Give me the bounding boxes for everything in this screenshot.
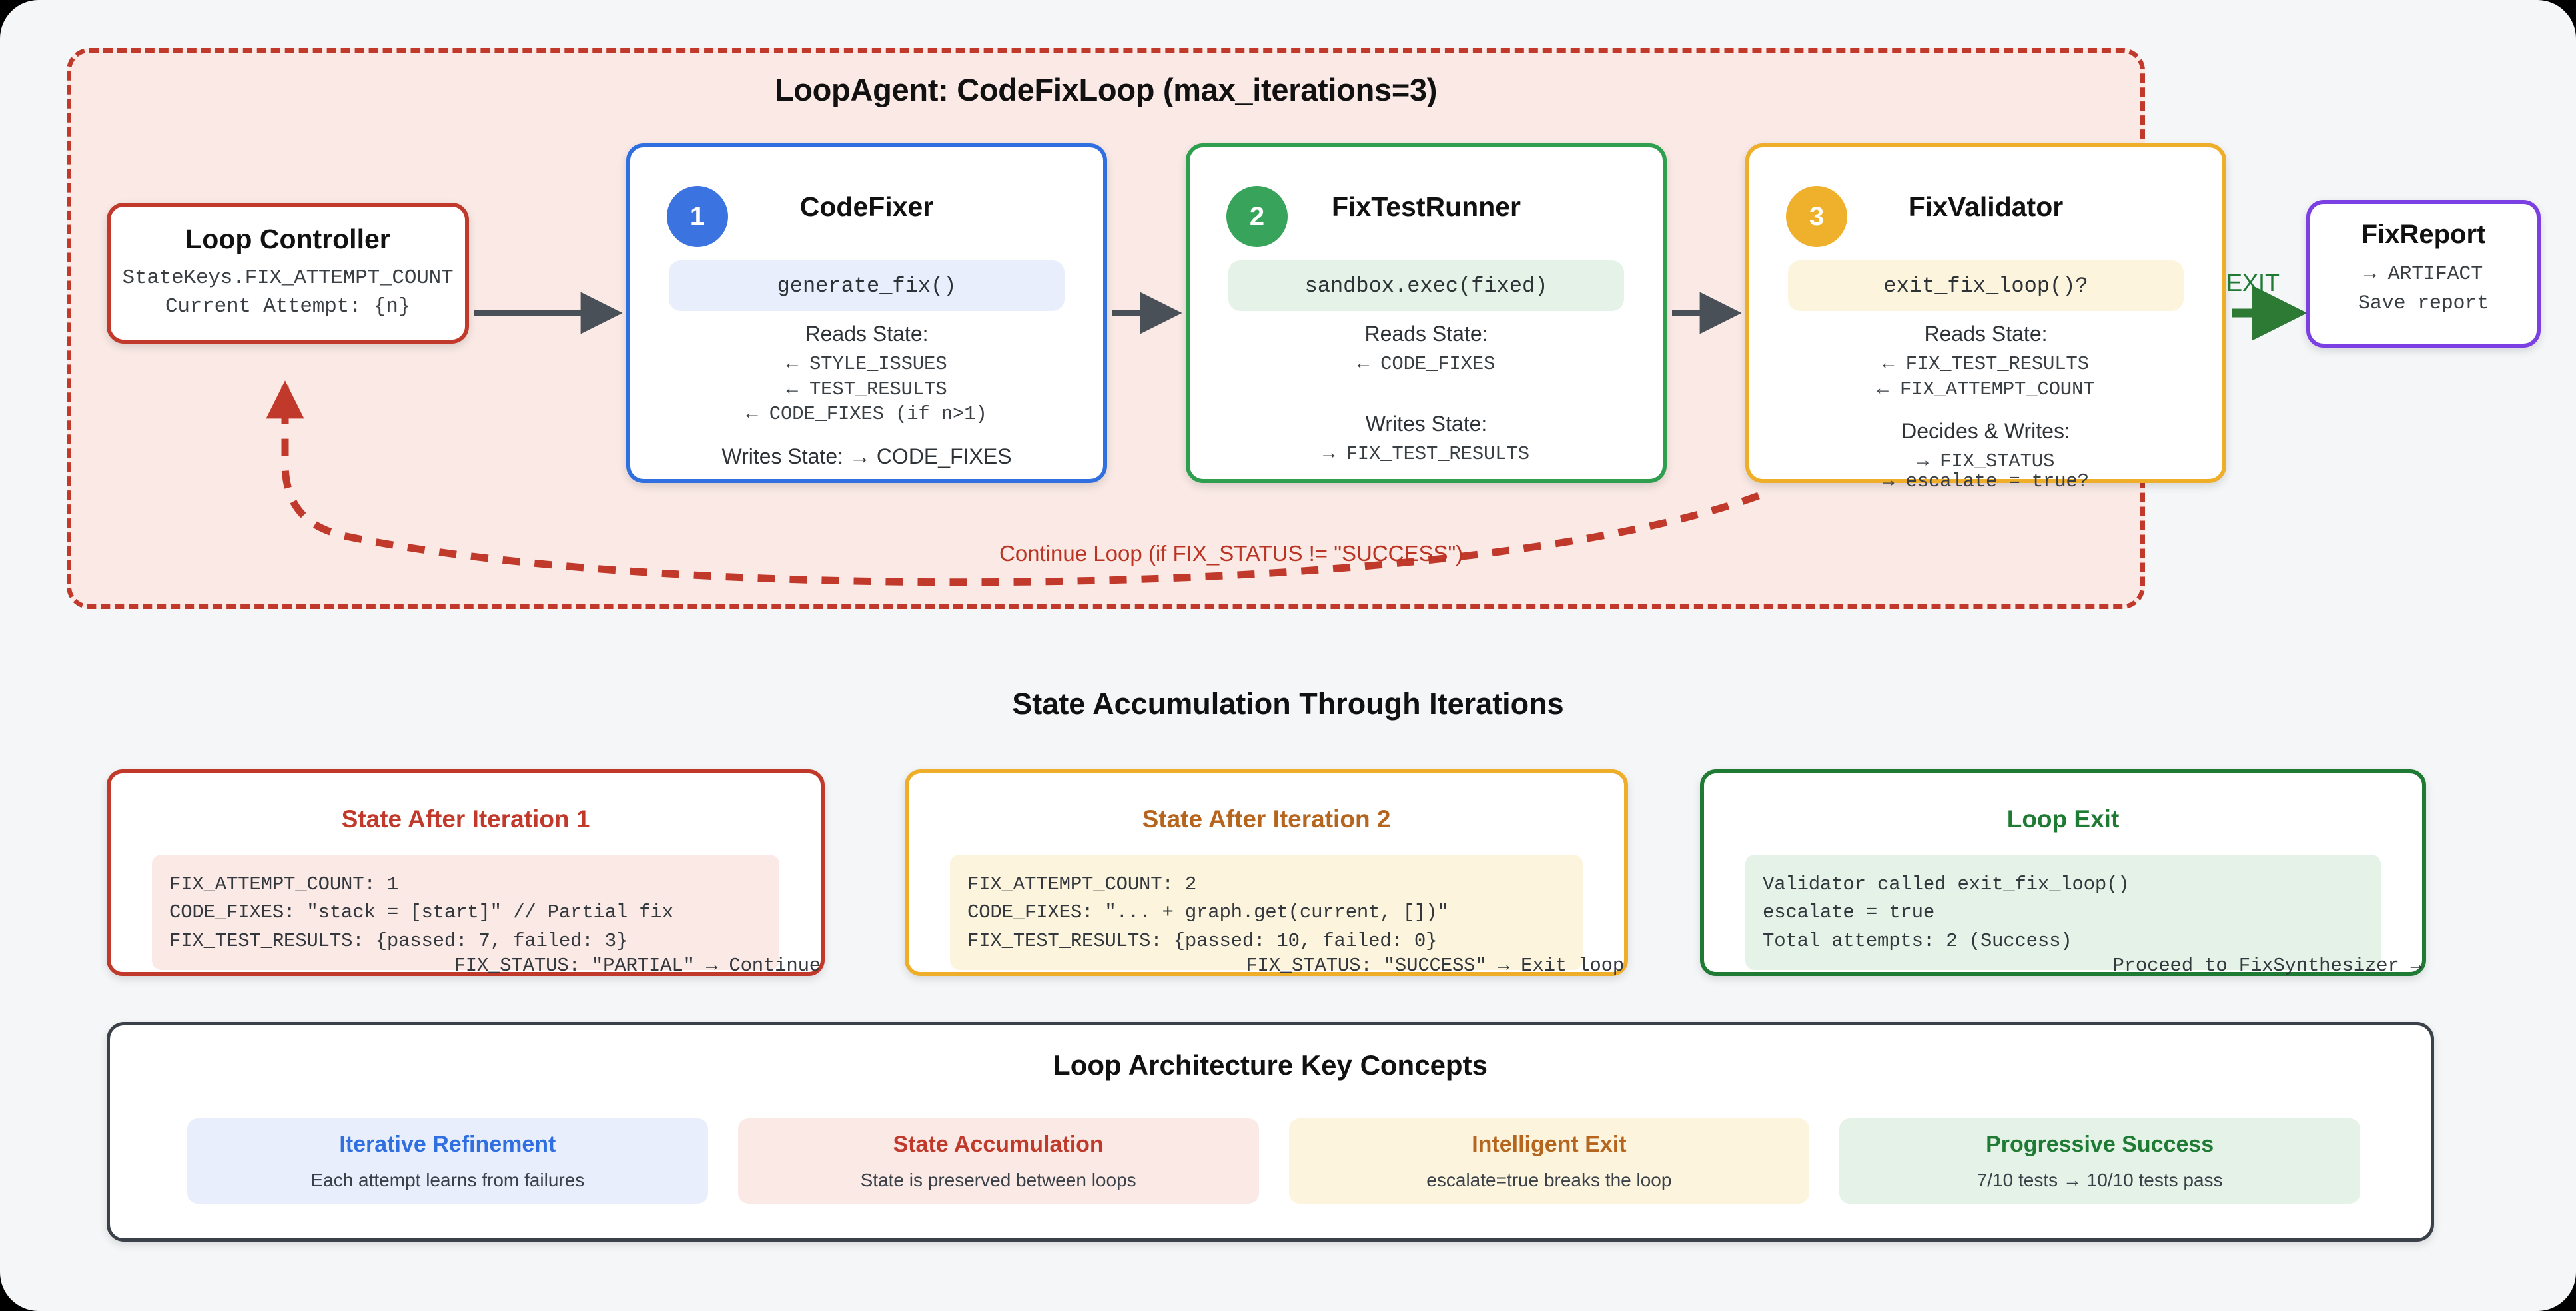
loop-controller-node[interactable]: Loop Controller StateKeys.FIX_ATTEMPT_CO…	[107, 203, 469, 344]
agent-step-badge-3: 3	[1786, 186, 1847, 247]
state-line: FIX_ATTEMPT_COUNT: 2	[967, 873, 1197, 895]
agent-title-fixvalidator: FixValidator	[1908, 191, 2064, 222]
key-concept-heading: State Accumulation	[893, 1131, 1104, 1157]
key-concept-heading: Intelligent Exit	[1472, 1131, 1627, 1157]
fix-report-node[interactable]: FixReport → ARTIFACT Save report	[2306, 200, 2541, 348]
state-line: FIX_TEST_RESULTS: {passed: 10, failed: 0…	[967, 929, 1438, 952]
reads-state-item: ← STYLE_ISSUES	[786, 353, 947, 375]
loop-controller-attempt: Current Attempt: {n}	[165, 295, 411, 318]
state-card-iteration-1[interactable]: State After Iteration 1 FIX_ATTEMPT_COUN…	[107, 769, 825, 977]
state-card-title: State After Iteration 2	[1142, 805, 1391, 833]
state-card-footer: FIX_STATUS: "PARTIAL" → Continue	[454, 955, 821, 977]
reads-state-item: ← FIX_TEST_RESULTS	[1883, 353, 2089, 375]
state-line: Validator called exit_fix_loop()	[1763, 873, 2130, 895]
key-concept-subtext: Each attempt learns from failures	[310, 1169, 585, 1190]
spacer	[1749, 402, 2222, 419]
state-card-footer: Proceed to FixSynthesizer →	[2112, 955, 2423, 977]
agent-function-chip-fixtestrunner[interactable]: sandbox.exec(fixed)	[1228, 260, 1624, 311]
state-line: Total attempts: 2 (Success)	[1763, 929, 2072, 952]
state-card-body: FIX_ATTEMPT_COUNT: 2 CODE_FIXES: "... + …	[950, 855, 1583, 970]
state-line: CODE_FIXES: "stack = [start]" // Partial…	[169, 901, 673, 924]
reads-state-item: ← CODE_FIXES (if n>1)	[746, 403, 987, 426]
state-card-body: Validator called exit_fix_loop() escalat…	[1745, 855, 2381, 970]
key-concepts-title: Loop Architecture Key Concepts	[1053, 1049, 1488, 1081]
state-card-title: State After Iteration 1	[341, 805, 590, 833]
key-concepts-panel: Loop Architecture Key Concepts Iterative…	[107, 1022, 2434, 1242]
writes-state-label-2: Writes State:	[1365, 411, 1488, 436]
key-concept-heading: Progressive Success	[1986, 1131, 2214, 1157]
state-line: FIX_ATTEMPT_COUNT: 1	[169, 873, 399, 895]
agent-body-fixtestrunner: Reads State: ← CODE_FIXES Writes State: …	[1190, 322, 1663, 466]
spacer	[1190, 394, 1663, 412]
continue-loop-label: Continue Loop (if FIX_STATUS != "SUCCESS…	[999, 541, 1464, 566]
state-card-loop-exit[interactable]: Loop Exit Validator called exit_fix_loop…	[1700, 769, 2426, 977]
agent-function-chip-fixvalidator[interactable]: exit_fix_loop()?	[1788, 260, 2184, 311]
reads-state-label-1: Reads State:	[805, 322, 929, 346]
state-card-iteration-2[interactable]: State After Iteration 2 FIX_ATTEMPT_COUN…	[905, 769, 1628, 977]
reads-state-item: ← FIX_ATTEMPT_COUNT	[1877, 378, 2095, 400]
key-concept-card-intelligent-exit[interactable]: Intelligent Exit escalate=true breaks th…	[1288, 1118, 1810, 1204]
agent-body-codefixer: Reads State: ← STYLE_ISSUES ← TEST_RESUL…	[630, 322, 1103, 474]
agent-node-codefixer[interactable]: 1 CodeFixer generate_fix() Reads State: …	[626, 143, 1107, 483]
exit-label: EXIT	[2226, 269, 2280, 296]
key-concept-subtext: State is preserved between loops	[860, 1169, 1136, 1190]
reads-state-label-2: Reads State:	[1364, 322, 1488, 346]
state-card-title: Loop Exit	[2006, 805, 2120, 833]
key-concept-heading: Iterative Refinement	[339, 1131, 556, 1157]
writes-state-item: → FIX_STATUS	[1917, 450, 2055, 473]
state-card-footer: FIX_STATUS: "SUCCESS" → Exit loop	[1246, 955, 1624, 977]
escalate-overflow-text: → escalate = true?	[1883, 470, 2089, 492]
state-card-body: FIX_ATTEMPT_COUNT: 1 CODE_FIXES: "stack …	[152, 855, 779, 970]
fix-report-artifact: → ARTIFACT	[2363, 263, 2483, 286]
state-section-heading: State Accumulation Through Iterations	[1012, 687, 1564, 721]
fix-report-save: Save report	[2358, 292, 2489, 315]
loop-controller-title: Loop Controller	[185, 224, 390, 254]
agent-node-fixvalidator[interactable]: 3 FixValidator exit_fix_loop()? Reads St…	[1745, 143, 2226, 483]
reads-state-label-3: Reads State:	[1924, 322, 2048, 346]
agent-node-fixtestrunner[interactable]: 2 FixTestRunner sandbox.exec(fixed) Read…	[1186, 143, 1667, 483]
agent-step-badge-1: 1	[667, 186, 728, 247]
key-concept-subtext: escalate=true breaks the loop	[1426, 1169, 1672, 1190]
spacer	[630, 427, 1103, 444]
decides-writes-label: Decides & Writes:	[1901, 419, 2070, 444]
agent-title-fixtestrunner: FixTestRunner	[1332, 191, 1521, 222]
spacer	[1190, 377, 1663, 394]
reads-state-item: ← CODE_FIXES	[1357, 353, 1496, 375]
loop-controller-statekey: StateKeys.FIX_ATTEMPT_COUNT	[122, 266, 454, 290]
key-concept-subtext: 7/10 tests → 10/10 tests pass	[1976, 1169, 2223, 1190]
agent-body-fixvalidator: Reads State: ← FIX_TEST_RESULTS ← FIX_AT…	[1749, 322, 2222, 474]
key-concepts-row: Iterative Refinement Each attempt learns…	[187, 1118, 2360, 1204]
writes-state-label-1: Writes State: → CODE_FIXES	[721, 444, 1012, 469]
agent-title-codefixer: CodeFixer	[799, 191, 934, 222]
writes-state-item: → FIX_TEST_RESULTS	[1323, 442, 1529, 465]
state-line: FIX_TEST_RESULTS: {passed: 7, failed: 3}	[169, 929, 628, 952]
reads-state-item: ← TEST_RESULTS	[786, 378, 947, 400]
agent-function-chip-codefixer[interactable]: generate_fix()	[669, 260, 1065, 311]
key-concept-card-state-accumulation[interactable]: State Accumulation State is preserved be…	[737, 1118, 1259, 1204]
state-line: escalate = true	[1763, 901, 1935, 924]
loop-agent-title: LoopAgent: CodeFixLoop (max_iterations=3…	[774, 72, 1438, 107]
agent-step-badge-2: 2	[1226, 186, 1288, 247]
state-line: CODE_FIXES: "... + graph.get(current, []…	[967, 901, 1449, 924]
fix-report-title: FixReport	[2361, 220, 2486, 249]
key-concept-card-iterative-refinement[interactable]: Iterative Refinement Each attempt learns…	[187, 1118, 708, 1204]
key-concept-card-progressive-success[interactable]: Progressive Success 7/10 tests → 10/10 t…	[1839, 1118, 2360, 1204]
